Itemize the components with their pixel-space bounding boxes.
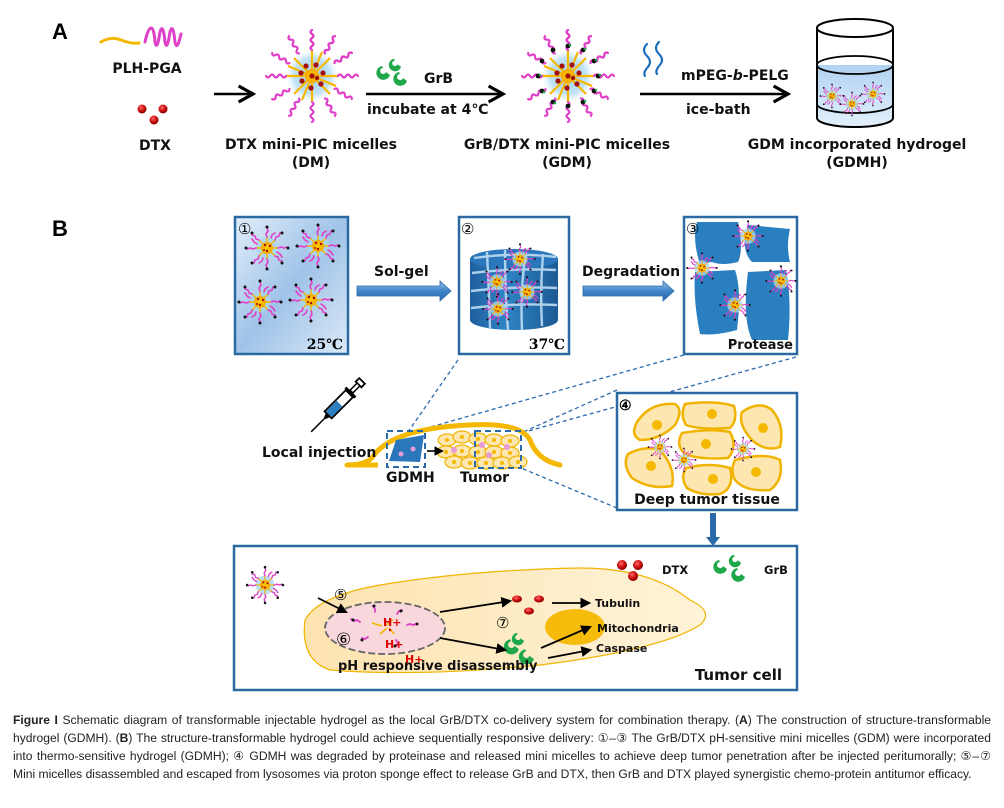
legend-grb-label: GrB [764,563,788,577]
proton-label-3: H+ [405,653,423,666]
gdmh-depot-icon [389,435,424,462]
stage-2-temperature: 37℃ [529,337,565,353]
degradation-arrow [582,280,675,302]
stage-4-number: ④ [619,398,632,414]
step-5-number: ⑤ [334,586,347,604]
syringe-icon [310,376,367,433]
tumor-focus-box [474,430,522,469]
gdmh-scene-label: GDMH [386,470,435,486]
stage-1-number: ① [238,220,251,238]
dtx-drug-icon [137,104,168,125]
caption-part-bold: A [739,713,748,727]
proton-label-2: H+ [385,638,403,651]
dm-label-line2: (DM) [292,155,330,171]
caption-part: Schematic diagram of transformable injec… [57,713,740,727]
tumor-cell-label: Tumor cell [695,666,782,684]
local-injection-label: Local injection [262,445,376,461]
grb-reagent-label: GrB [424,71,453,87]
target-tubulin-label: Tubulin [595,597,640,610]
dtx-released-icon [512,595,544,615]
panel-b-letter: B [52,216,68,241]
dm-label-line1: DTX mini-PIC micelles [225,137,397,153]
gdmh-label-line2: (GDMH) [826,155,888,171]
target-mitochondria-label: Mitochondria [597,622,679,635]
figure-caption: Figure I Schematic diagram of transforma… [13,711,991,783]
legend-dtx-icon [617,560,643,581]
caption-part-bold: B [119,731,129,745]
to-tumor-cell-arrow [706,513,720,546]
target-caspase-label: Caspase [596,642,647,655]
tumor-cell-box [232,544,799,692]
gdmh-focus-box [386,430,426,468]
skin-tumor-outline [344,422,563,468]
legend-dtx-label: DTX [662,563,688,577]
dtx-label: DTX [139,138,171,154]
figure-label: Figure I [13,713,58,727]
caption-part: ) The construction of structure-transfor… [13,713,991,745]
stage-1-temperature: 25℃ [307,337,343,353]
stage-3-number: ③ [686,220,699,238]
stage-2-gel-box [457,215,571,356]
protease-label: Protease [728,338,793,353]
caption-part: ) The structure-transformable hydrogel c… [13,731,991,781]
sol-gel-arrow [356,280,452,302]
stage-1-sol-box [233,215,350,356]
gdm-label-line1: GrB/DTX mini-PIC micelles [464,137,670,153]
gdm-micelle-icon [522,30,614,122]
dm-micelle-icon [266,30,358,122]
degradation-label: Degradation [582,264,680,280]
schematic-figure: A PLH-PGA DTX DTX mini-PIC micelles (DM)… [52,18,967,692]
stage-2-number: ② [461,220,474,238]
incubate-condition-label: incubate at 4℃ [367,102,488,118]
stage-3-degraded-box [682,215,799,356]
sol-gel-label: Sol-gel [374,264,429,280]
plh-pga-label: PLH-PGA [112,61,181,77]
deep-tumor-tissue-label: Deep tumor tissue [634,492,780,508]
mpeg-pelg-label: mPEG-b-PELG [681,68,789,84]
gdm-label-line2: (GDM) [542,155,592,171]
deep-tumor-tissue-box [615,391,799,512]
ph-disassembly-label: pH responsive disassembly [338,659,538,674]
ice-bath-label: ice-bath [686,102,751,118]
grb-protein-icon [376,58,407,86]
panel-a-letter: A [52,19,68,44]
plh-pga-polymer-icon [99,26,183,48]
step-6-number: ⑥ [336,630,351,650]
proton-label-1: H+ [383,616,401,629]
gdmh-hydrogel-vial-icon [816,18,894,128]
gdmh-label-line1: GDM incorporated hydrogel [748,137,967,153]
mpeg-pelg-polymer-icon [642,40,664,78]
tumor-cells-cluster [436,430,528,470]
step-7-number: ⑦ [496,614,509,632]
tumor-scene-label: Tumor [460,470,509,486]
